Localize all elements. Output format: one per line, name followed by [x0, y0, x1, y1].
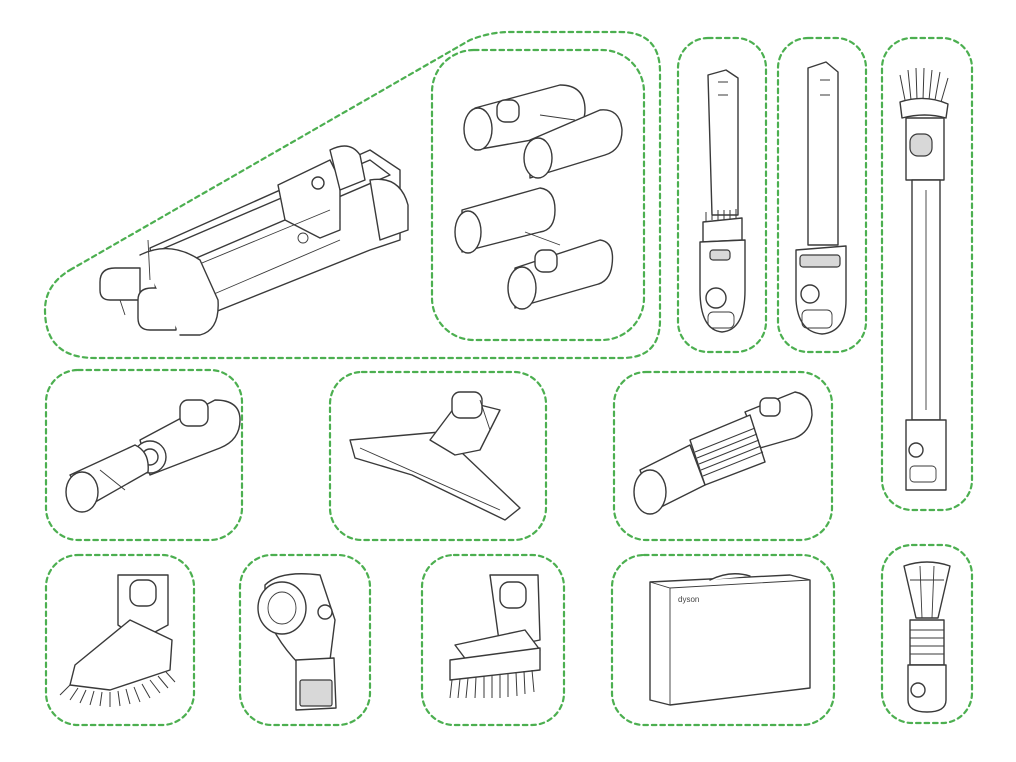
storage-bag-logo: dyson [678, 595, 699, 604]
adapter-clips-icon [454, 84, 623, 310]
crevice-brush-tool-icon [699, 69, 746, 333]
wall-dock-icon [99, 145, 409, 336]
soft-brush-outline [44, 553, 196, 727]
group-outlines [43, 30, 974, 727]
crevice-tool-icon [795, 61, 847, 335]
up-top-adapter-icon [257, 573, 337, 711]
extension-hose-icon [633, 391, 813, 515]
storage-bag-outline [610, 553, 836, 727]
swivel-adapter-outline [44, 368, 244, 542]
mini-stiff-brush-icon [449, 574, 541, 699]
wall-dock-group-outline [43, 30, 662, 360]
swivel-adapter-icon [65, 399, 241, 513]
up-top-adapter-outline [238, 553, 372, 727]
wide-nozzle-outline [328, 370, 548, 542]
adapter-clips-outline [430, 48, 646, 342]
crevice-tool-outline [776, 36, 868, 354]
cone-tool-icon [903, 561, 951, 713]
storage-bag-icon: dyson [649, 573, 811, 706]
extension-wand-outline [880, 36, 974, 512]
soft-dusting-brush-icon [59, 574, 176, 707]
mini-brush-outline [420, 553, 566, 727]
extension-wand-brush-icon [899, 67, 949, 491]
crevice-brush-outline [676, 36, 768, 354]
extension-hose-outline [612, 370, 834, 542]
wide-nozzle-icon [349, 391, 521, 521]
cone-tool-outline [880, 543, 974, 725]
